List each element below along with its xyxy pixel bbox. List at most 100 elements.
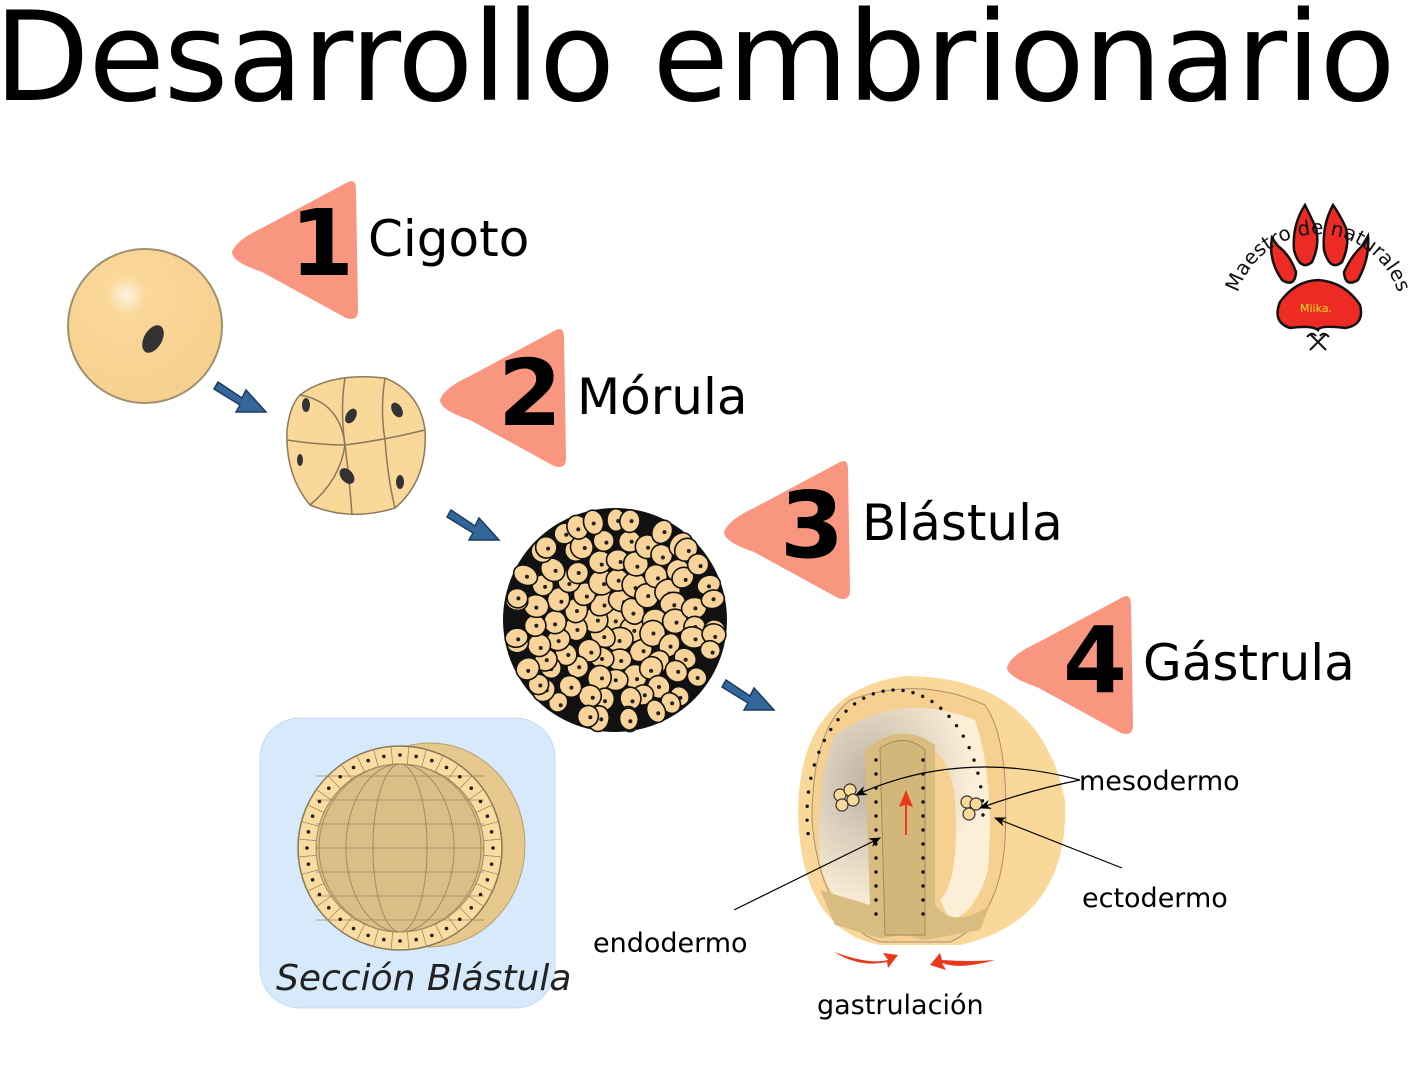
- cell-nucleus: [604, 540, 609, 545]
- cell-nucleus: [617, 639, 622, 644]
- cell-wall: [475, 804, 493, 813]
- cell-nucleus: [655, 576, 660, 581]
- cell-nucleus: [478, 892, 483, 897]
- cell-wall: [390, 931, 394, 950]
- cell-wall: [341, 916, 353, 932]
- cell-nucleus: [646, 545, 651, 550]
- cell-nucleus: [382, 937, 386, 942]
- cell-nucleus: [613, 619, 618, 624]
- cell-nucleus: [921, 758, 925, 762]
- cell-nucleus: [567, 582, 572, 587]
- cell-wall: [298, 838, 317, 842]
- cell-nucleus: [629, 539, 634, 544]
- cell-nucleus: [398, 939, 402, 943]
- cell-nucleus: [806, 790, 811, 794]
- label-ectodermo: ectodermo: [1082, 883, 1228, 914]
- red-arrow-up: [899, 790, 913, 835]
- cell-nucleus: [306, 830, 311, 834]
- cell-nucleus: [485, 814, 490, 818]
- cell-nucleus: [805, 818, 809, 822]
- cell-nucleus: [693, 637, 698, 642]
- cell-wall: [298, 854, 317, 858]
- page-title: Desarrollo embrionario: [0, 0, 1395, 130]
- cell-nucleus: [398, 753, 402, 757]
- cell-wall: [435, 755, 444, 773]
- cell-wall: [421, 749, 427, 767]
- cell-nucleus: [632, 628, 637, 633]
- logo-paw-text: Miika.: [1300, 302, 1332, 315]
- blastula-cell: [686, 553, 710, 576]
- label-gastrulacion: gastrulación: [817, 990, 984, 1021]
- cell-nucleus: [564, 532, 569, 537]
- cell-wall: [307, 883, 325, 892]
- cell-nucleus: [683, 657, 688, 662]
- cell-wall: [483, 854, 502, 858]
- cell-nucleus: [326, 786, 331, 791]
- nucleus: [142, 325, 164, 353]
- cell-nucleus: [366, 758, 370, 763]
- cell-nucleus: [642, 693, 647, 698]
- cell-nucleus: [310, 814, 315, 818]
- cell-nucleus: [603, 699, 608, 704]
- cell-nucleus: [874, 814, 878, 818]
- cell-nucleus: [469, 786, 474, 791]
- triangle-2: [440, 329, 566, 467]
- cell-nucleus: [972, 758, 976, 762]
- cell-nucleus: [588, 715, 593, 720]
- cell-nucleus: [559, 599, 564, 604]
- cell-nucleus: [817, 750, 821, 755]
- cell-wall: [406, 746, 410, 765]
- cell-nucleus: [649, 668, 654, 673]
- cell-nucleus: [599, 717, 604, 722]
- cell-wall: [341, 764, 353, 780]
- cell-nucleus: [706, 584, 711, 589]
- cell-nucleus: [546, 546, 551, 551]
- cell-wall: [468, 895, 484, 907]
- cell-nucleus: [947, 714, 951, 719]
- cell-nucleus: [676, 669, 681, 674]
- cell-nucleus: [939, 706, 943, 710]
- cell-nucleus: [805, 804, 809, 808]
- zygote-illustration: [67, 248, 223, 404]
- cell-nucleus: [961, 734, 965, 738]
- blastula-illustration: [503, 507, 727, 733]
- cell-wall: [327, 907, 341, 921]
- cell-nucleus: [921, 856, 925, 860]
- blastula-cell: [534, 535, 558, 559]
- cell-nucleus: [921, 898, 925, 902]
- cell-nucleus: [478, 799, 483, 804]
- blastula-cell: [504, 627, 529, 649]
- cell-wall: [316, 895, 332, 907]
- blastula-cell: [650, 519, 674, 545]
- cell-nucleus: [651, 631, 656, 636]
- cell-wall: [316, 789, 332, 801]
- triangle-3: [724, 461, 850, 599]
- cell-nucleus: [695, 675, 700, 680]
- cell-nucleus: [516, 596, 521, 601]
- cell-nucleus: [806, 831, 810, 836]
- cell-nucleus: [911, 690, 915, 695]
- cell-nucleus: [641, 649, 646, 654]
- cell-nucleus: [920, 694, 925, 699]
- grid-line: [318, 763, 482, 933]
- cell-nucleus: [538, 645, 543, 650]
- cell-nucleus: [534, 623, 539, 628]
- cell-nucleus: [683, 577, 688, 582]
- cell-nucleus: [921, 870, 925, 874]
- cell-wall: [390, 746, 394, 765]
- cell-nucleus: [485, 878, 490, 882]
- cell-nucleus: [538, 683, 543, 688]
- cell-nucleus: [317, 799, 322, 804]
- cell-nucleus: [589, 650, 594, 655]
- cell-nucleus: [930, 699, 934, 704]
- cell-wall: [373, 929, 379, 947]
- cell-wall: [301, 869, 319, 875]
- cell-nucleus: [668, 644, 673, 649]
- cell-nucleus: [338, 774, 343, 779]
- cell-wall: [459, 775, 473, 789]
- cell-nucleus: [874, 828, 878, 832]
- arrow-icon: [445, 508, 501, 541]
- stage-label-cigoto: Cigoto: [368, 210, 530, 268]
- cell-nucleus: [874, 842, 878, 846]
